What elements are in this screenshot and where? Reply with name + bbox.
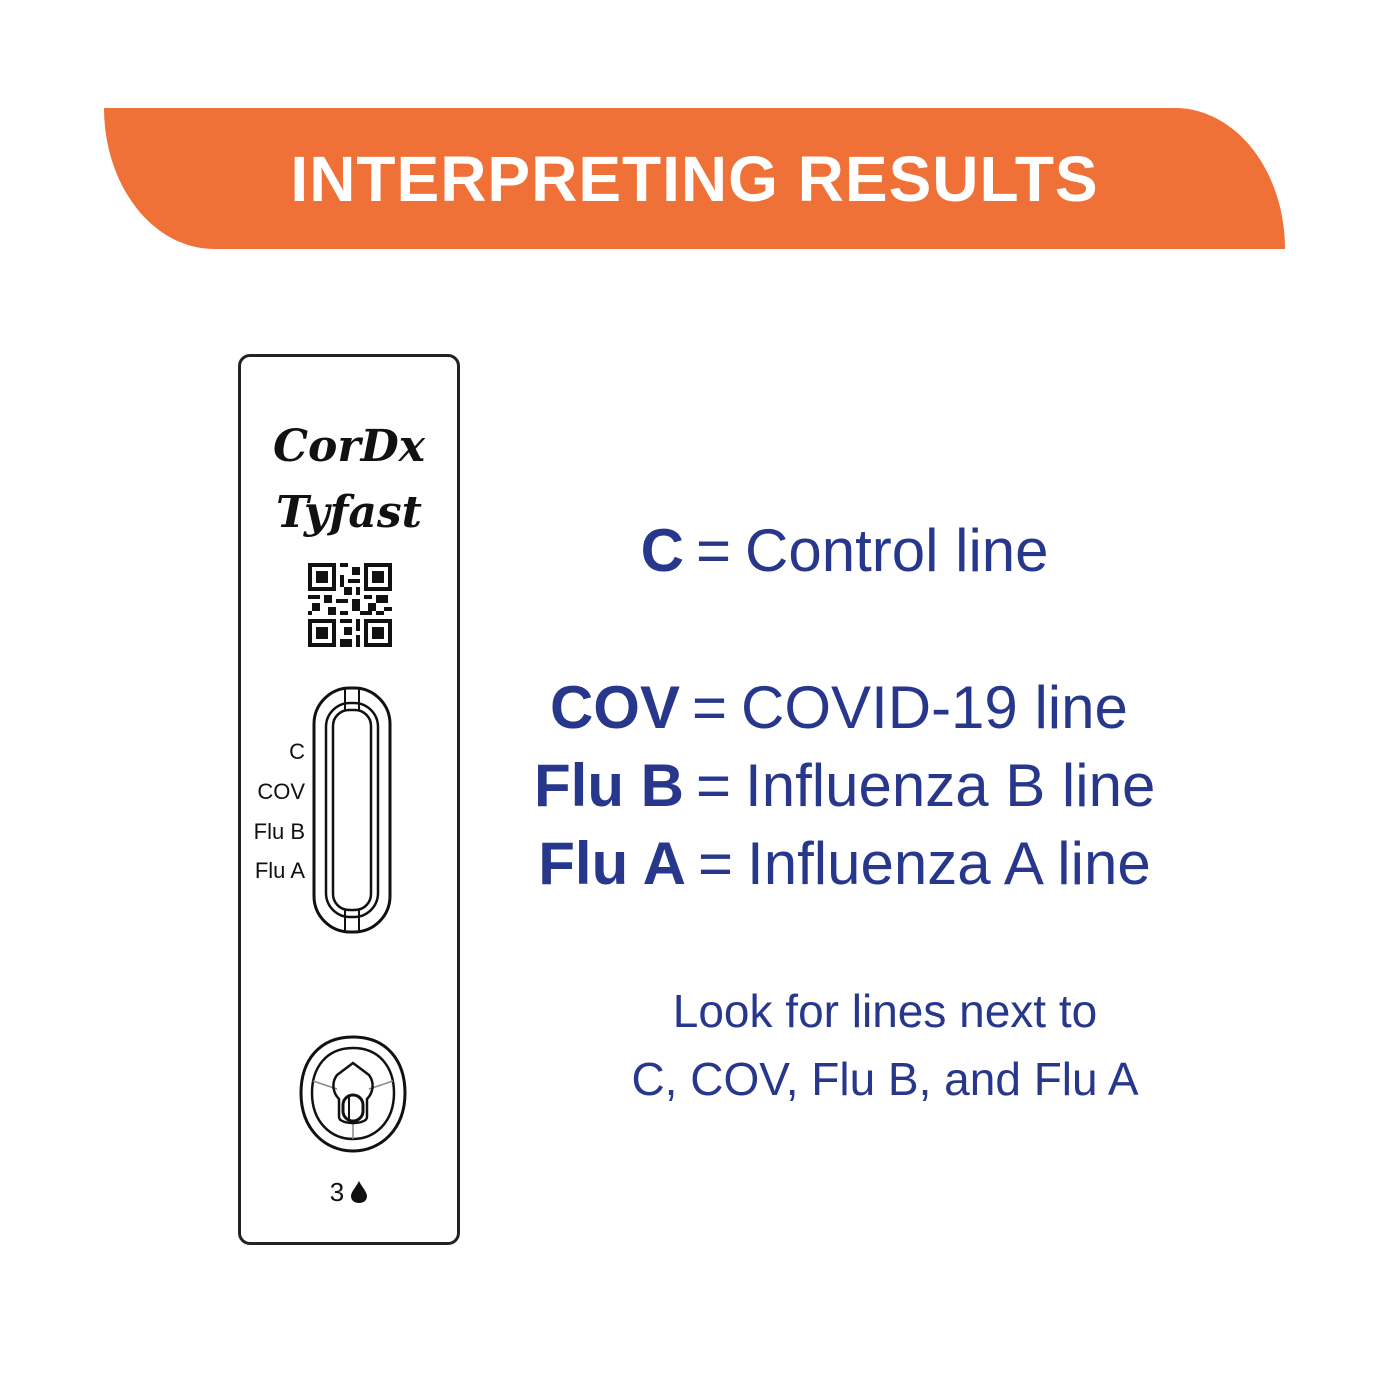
strip-label-flu-a: Flu A <box>254 858 305 883</box>
legend-desc: Influenza B line <box>745 751 1156 819</box>
qr-code-icon <box>308 563 392 647</box>
sample-well <box>299 1035 407 1153</box>
legend-row-covid: COV=COVID-19 line <box>500 672 1300 742</box>
strip-label-cov: COV <box>257 779 305 804</box>
brand-name: CorDx <box>273 421 425 472</box>
legend-row-flu-b: Flu B=Influenza B line <box>500 750 1300 820</box>
banner-title: INTERPRETING RESULTS <box>290 142 1099 215</box>
water-drop-icon <box>351 1181 368 1203</box>
legend-desc: Control line <box>745 516 1049 584</box>
legend-code: COV <box>549 673 680 741</box>
legend-row-control: C=Control line <box>500 515 1300 585</box>
equals-sign: = <box>692 673 728 741</box>
legend-code: C <box>640 516 684 584</box>
drops-count: 3 <box>329 1177 345 1207</box>
result-window <box>312 686 392 934</box>
strip-label-c: C <box>289 739 305 764</box>
drops-instruction: 3 <box>241 1177 457 1208</box>
legend-desc: COVID-19 line <box>741 673 1128 741</box>
legend-code: Flu A <box>538 829 686 897</box>
legend-desc: Influenza A line <box>747 829 1151 897</box>
legend-row-flu-a: Flu A=Influenza A line <box>500 828 1300 898</box>
test-cassette: CorDx Tyfast C COV Flu B Flu A <box>238 354 460 1245</box>
equals-sign: = <box>696 516 732 584</box>
equals-sign: = <box>696 751 732 819</box>
header-banner: INTERPRETING RESULTS <box>104 108 1285 249</box>
brand-product: Tyfast <box>275 487 422 538</box>
instruction-line-1: Look for lines next to <box>672 985 1098 1037</box>
strip-label-flu-b: Flu B <box>253 819 305 844</box>
equals-sign: = <box>698 829 734 897</box>
legend-code: Flu B <box>534 751 684 819</box>
instruction-line-2: C, COV, Flu B, and Flu A <box>631 1053 1139 1105</box>
